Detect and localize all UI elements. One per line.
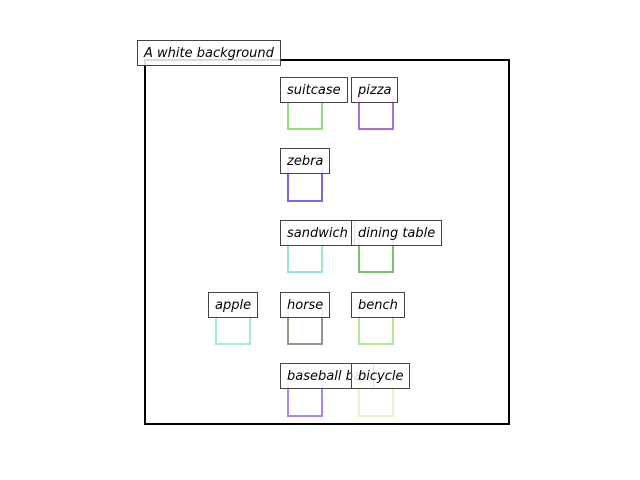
object-label-zebra: zebra	[280, 148, 331, 174]
object-box-horse	[287, 309, 323, 345]
object-box-bench	[358, 309, 394, 345]
object-box-suitcase	[287, 94, 323, 130]
object-label-bench: bench	[351, 292, 405, 318]
object-label-pizza: pizza	[351, 77, 399, 103]
object-label-bicycle: bicycle	[351, 363, 411, 389]
object-label-suitcase: suitcase	[280, 77, 348, 103]
object-box-dining-table	[358, 237, 394, 273]
background-label: A white background	[137, 40, 281, 66]
object-box-baseball-bat	[287, 381, 323, 417]
object-box-bicycle	[358, 381, 394, 417]
object-box-sandwich	[287, 237, 323, 273]
frame-box	[144, 59, 510, 425]
object-label-dining-table: dining table	[351, 220, 443, 246]
object-label-sandwich: sandwich	[280, 220, 355, 246]
object-box-zebra	[287, 166, 323, 202]
object-label-apple: apple	[208, 292, 259, 318]
object-label-horse: horse	[280, 292, 331, 318]
object-box-apple	[215, 309, 251, 345]
object-box-pizza	[358, 94, 394, 130]
